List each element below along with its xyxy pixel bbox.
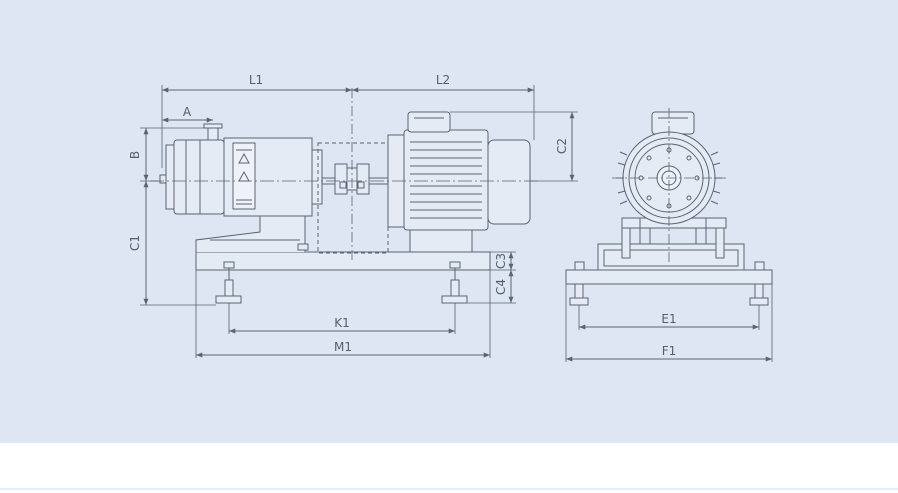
dimension-labels: L1 L2 A B C1 C2 C3 C4 K1 M1 E1 F1 [128,73,677,358]
technical-drawing-panel: L1 L2 A B C1 C2 C3 C4 K1 M1 E1 F1 [0,0,898,443]
label-c2: C2 [555,138,569,154]
motor [387,111,531,253]
label-c3: C3 [494,253,508,269]
label-e1: E1 [661,312,676,326]
label-l2: L2 [436,73,450,87]
side-view [140,85,578,358]
label-b: B [128,151,142,159]
pump-dimension-drawing: L1 L2 A B C1 C2 C3 C4 K1 M1 E1 F1 [128,73,773,362]
label-k1: K1 [334,316,350,330]
base-plate [195,251,491,271]
label-c1: C1 [128,235,142,251]
pump-body [159,123,323,217]
front-foot-right [749,261,769,306]
label-f1: F1 [662,344,677,358]
label-l1: L1 [249,73,263,87]
front-foot-left [569,261,589,306]
label-m1: M1 [334,340,352,354]
shaft-coupling [322,163,388,195]
leveling-foot-right [441,261,468,304]
label-c4: C4 [494,279,508,295]
coupling-guard [317,142,389,254]
warning-label [232,142,256,210]
front-base-plate [565,269,773,285]
terminal-box [407,111,451,133]
pump-bracket [195,214,306,252]
leveling-foot-left [215,261,242,304]
label-a: A [183,105,192,119]
front-view [565,108,773,362]
bottom-divider [0,488,898,490]
